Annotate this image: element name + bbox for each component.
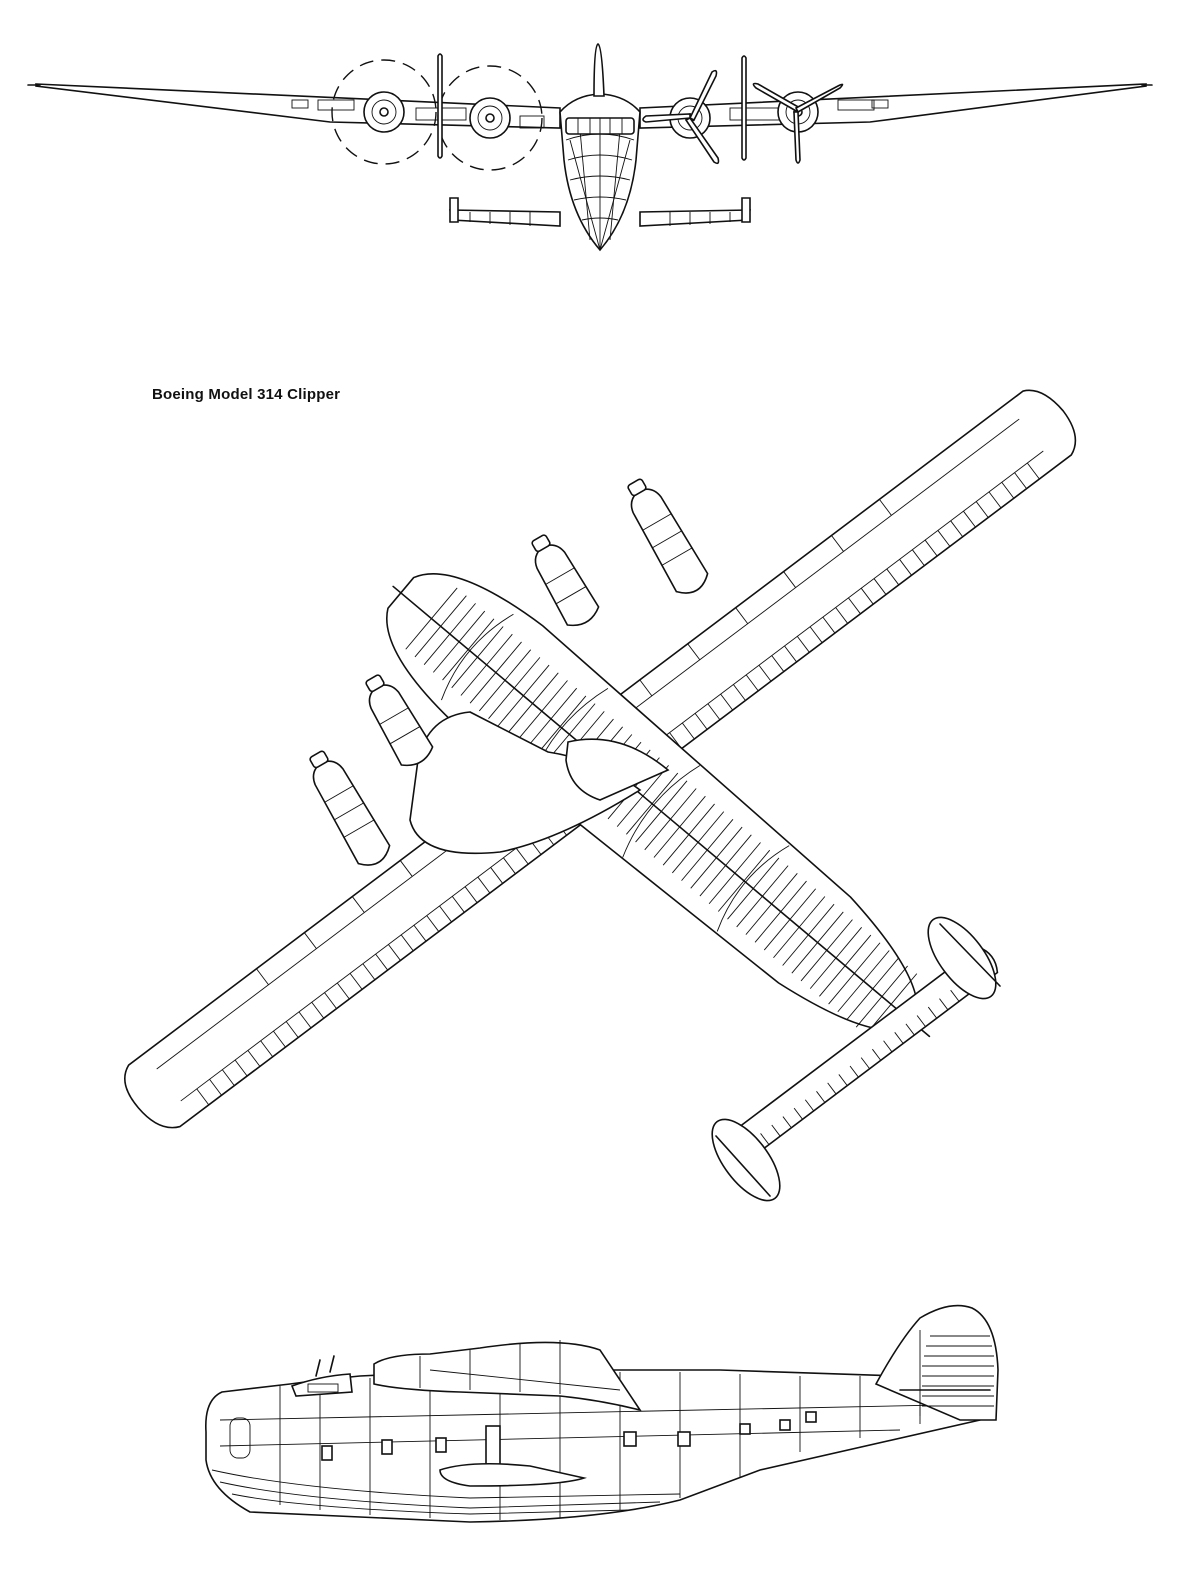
plan-engine-1 — [627, 478, 709, 594]
figure-caption: Boeing Model 314 Clipper — [152, 386, 341, 403]
front-right-wing — [639, 83, 1147, 129]
front-engine-1 — [363, 91, 405, 133]
side-tail-fin — [874, 1304, 999, 1421]
propeller-blades-right — [437, 53, 844, 165]
plan-engine-4 — [309, 750, 391, 866]
front-engine-2 — [469, 97, 511, 139]
side-sponson — [439, 1462, 587, 1487]
plan-view — [124, 389, 1077, 1202]
side-windows — [321, 1411, 817, 1467]
front-sponsons — [449, 209, 561, 227]
plan-fin-left — [711, 1118, 781, 1202]
plan-sponson — [409, 711, 642, 855]
front-view — [27, 43, 1153, 252]
plan-fin-right — [927, 916, 997, 1000]
propeller-arc-1 — [331, 59, 437, 165]
side-view — [205, 1304, 999, 1523]
plan-engine-3 — [365, 674, 434, 767]
side-wing — [373, 1341, 642, 1412]
plan-engine-2 — [531, 534, 600, 627]
